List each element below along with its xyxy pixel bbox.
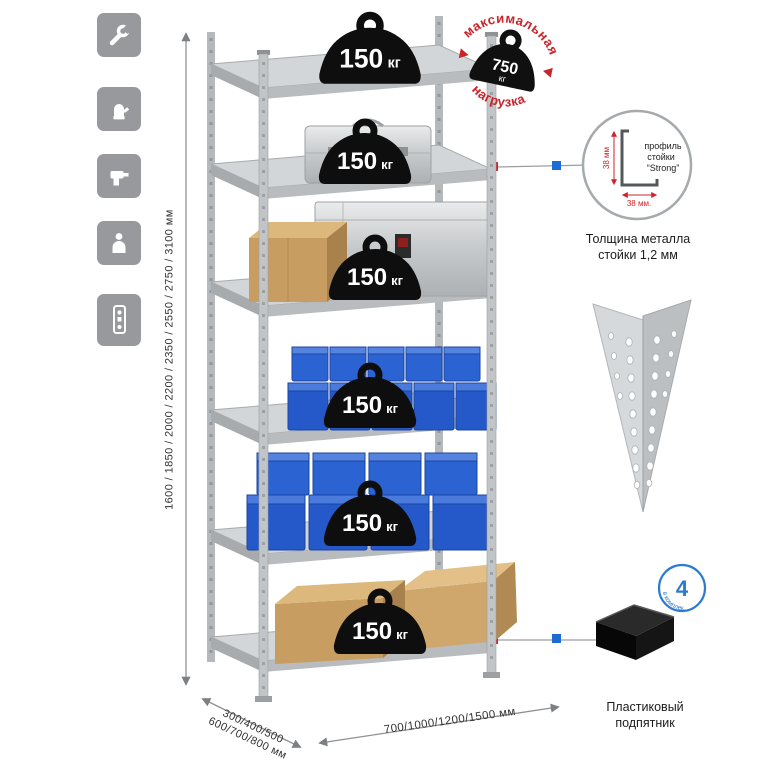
profile-dim-horizontal: 38 мм. [627,199,651,208]
foot-caption-line2: подпятник [615,715,675,730]
feature-icon-wrench [97,13,141,57]
stamp-left-arrow-icon [458,48,469,59]
profile-caption-line2: стойки 1,2 мм [598,247,678,262]
plastic-foot-image [595,604,675,660]
stamp-right-arrow-icon [542,67,553,78]
rack-back-posts [207,16,443,662]
profile-caption: Толщина металла стойки 1,2 мм [572,232,704,263]
wrench-icon [109,24,132,46]
shelf-load-badge [319,16,420,84]
stamp-load-value: 750 [490,56,520,78]
profile-callout: 38 мм 38 мм. профиль стойки “Strong” [581,109,693,221]
glove-icon [113,104,130,120]
badge-count-value: 4 [676,576,689,601]
post-perforation-holes [607,330,678,489]
profile-label: “Strong” [647,163,680,173]
foot-caption: Пластиковый подпятник [575,700,715,731]
profile-label: профиль [644,141,682,151]
rack-illustration: 150кг [207,6,517,702]
feature-icon-hardware [97,294,141,346]
foot-callout: 4 в комплекте [580,558,707,660]
feature-icon-glove [97,87,141,131]
rack-front-posts [255,32,500,702]
drill-icon [110,171,129,186]
feature-icon-drill [97,154,141,198]
profile-cross-section [620,129,659,187]
marker-blue-square [552,634,561,643]
hardware-icon [113,305,126,334]
max-load-stamp: максимальная нагрузка 750 кг [458,2,568,115]
feature-icon-person [97,221,141,265]
marker-blue-square [552,161,561,170]
angle-post-image [592,299,692,513]
included-count-badge: 4 в комплекте [580,558,707,613]
height-dimension-label: 1600 / 1850 / 2000 / 2200 / 2350 / 2550 … [163,209,176,510]
stamp-load-unit: кг [498,73,508,84]
profile-dim-vertical: 38 мм [602,147,611,169]
stamp-weight-icon: 750 кг [469,29,535,92]
foot-caption-line1: Пластиковый [606,700,684,714]
profile-label: стойки [647,152,675,162]
profile-caption-line1: Толщина металла [585,232,691,246]
person-icon [112,233,126,253]
